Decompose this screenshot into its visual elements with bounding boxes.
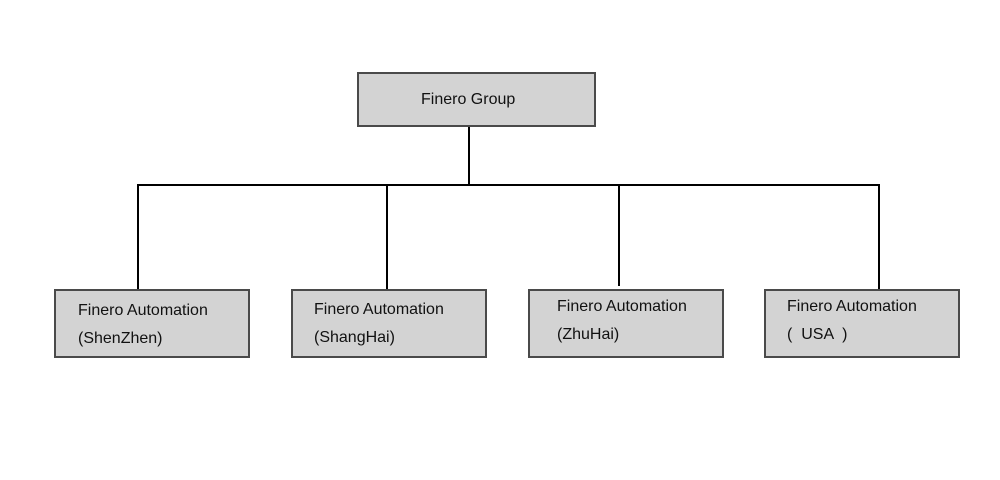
child-node-location: (ShenZhen)	[78, 330, 163, 347]
child-node-name: Finero Automation	[787, 298, 917, 315]
child-node-location: ( USA )	[787, 326, 848, 343]
child-node-name: Finero Automation	[314, 301, 444, 318]
child-node-usa: Finero Automation ( USA )	[764, 289, 960, 358]
child-node-shenzhen: Finero Automation (ShenZhen)	[54, 289, 250, 358]
root-node-finero-group: Finero Group	[357, 72, 596, 127]
child-node-name: Finero Automation	[557, 298, 687, 315]
child-node-location: (ZhuHai)	[557, 326, 620, 343]
child-node-location: (ShangHai)	[314, 329, 395, 346]
root-node-label: Finero Group	[421, 91, 516, 108]
child-node-zhuhai: Finero Automation (ZhuHai)	[528, 289, 724, 358]
child-node-shanghai: Finero Automation (ShangHai)	[291, 289, 487, 358]
child-node-name: Finero Automation	[78, 302, 208, 319]
